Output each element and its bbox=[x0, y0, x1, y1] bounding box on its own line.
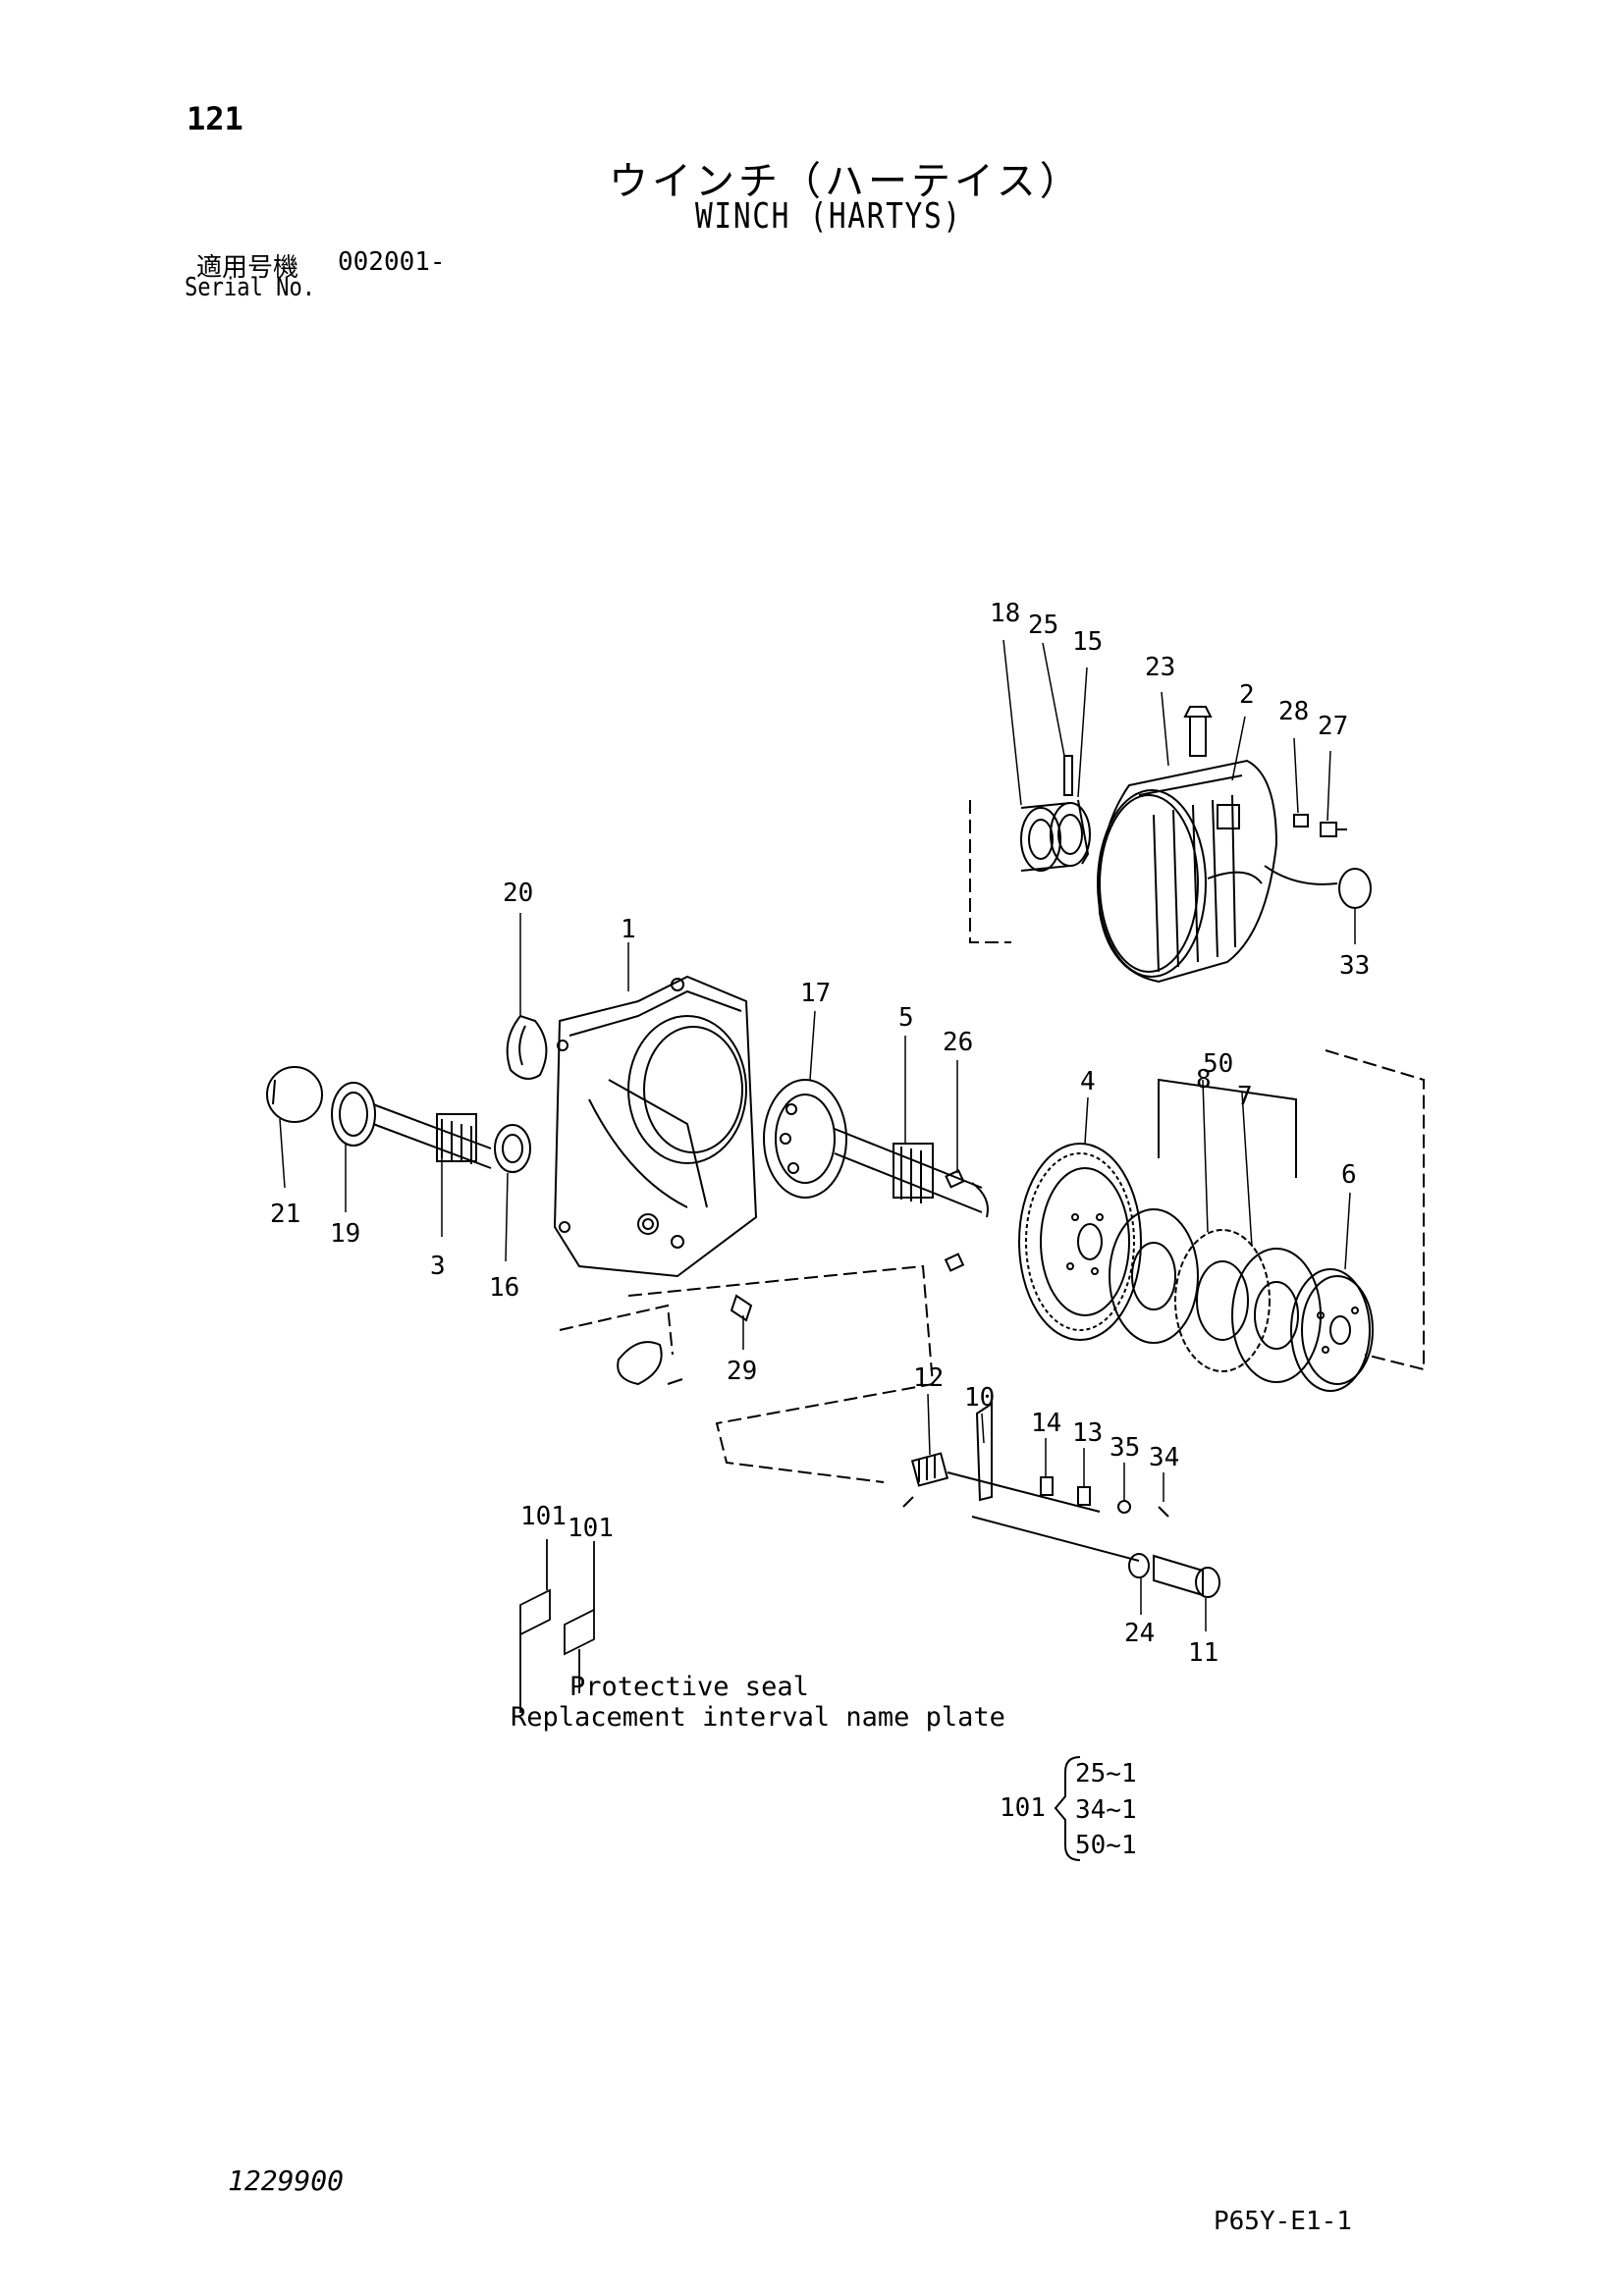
part-label-101-a: 101 bbox=[520, 1502, 567, 1531]
title-english: WINCH (HARTYS) bbox=[695, 196, 962, 237]
part-label-8: 8 bbox=[1196, 1065, 1212, 1095]
shaft-left-group bbox=[266, 1066, 531, 1173]
cover-assembly bbox=[969, 706, 1372, 984]
kit-item-2: 34~1 bbox=[1075, 1795, 1137, 1825]
part-label-11: 11 bbox=[1188, 1638, 1218, 1668]
protective-seal-label: Protective seal bbox=[569, 1672, 809, 1702]
part-label-28: 28 bbox=[1278, 697, 1309, 726]
part-label-23: 23 bbox=[1145, 653, 1175, 682]
page-number: 121 bbox=[187, 100, 244, 137]
housing-part-1 bbox=[506, 975, 758, 1278]
serial-value: 002001- bbox=[338, 247, 446, 277]
kit-label: 101 bbox=[1000, 1793, 1046, 1823]
part-label-29: 29 bbox=[727, 1357, 757, 1386]
part-label-14: 14 bbox=[1031, 1409, 1061, 1438]
gear-part-4 bbox=[1018, 1143, 1142, 1341]
part-label-4: 4 bbox=[1080, 1067, 1096, 1096]
kit-item-3: 50~1 bbox=[1075, 1831, 1137, 1860]
kit-item-1: 25~1 bbox=[1075, 1759, 1137, 1789]
part-label-20: 20 bbox=[503, 879, 533, 908]
part-label-21: 21 bbox=[270, 1200, 300, 1229]
part-label-19: 19 bbox=[330, 1219, 360, 1249]
page-code: P65Y-E1-1 bbox=[1214, 2207, 1352, 2236]
part-label-15: 15 bbox=[1072, 627, 1103, 657]
title-japanese: ウインチ（ハーテイス） bbox=[609, 159, 1083, 204]
nameplate-symbol bbox=[519, 1539, 595, 1713]
part-label-26: 26 bbox=[943, 1028, 973, 1057]
bearing-shaft-group bbox=[763, 1079, 989, 1272]
part-number-labels: 18 25 15 23 2 28 27 33 20 1 17 5 26 50 4… bbox=[270, 599, 1370, 1668]
part-label-34: 34 bbox=[1149, 1443, 1179, 1472]
brake-discs bbox=[1109, 1208, 1374, 1392]
part-label-2: 2 bbox=[1239, 680, 1255, 710]
part-label-3: 3 bbox=[430, 1252, 446, 1281]
replacement-plate-label: Replacement interval name plate bbox=[511, 1702, 1005, 1733]
part-label-16: 16 bbox=[489, 1273, 519, 1303]
part-label-24: 24 bbox=[1124, 1619, 1155, 1648]
part-label-13: 13 bbox=[1072, 1418, 1103, 1448]
part-label-25: 25 bbox=[1028, 611, 1058, 640]
part-label-17: 17 bbox=[800, 979, 831, 1008]
part-label-12: 12 bbox=[913, 1363, 944, 1393]
document-number: 1229900 bbox=[228, 2164, 345, 2197]
part-label-35: 35 bbox=[1110, 1433, 1140, 1463]
part-label-7: 7 bbox=[1237, 1082, 1253, 1111]
part-label-33: 33 bbox=[1339, 951, 1370, 981]
part-label-101-b: 101 bbox=[568, 1514, 614, 1543]
dashed-connectors bbox=[559, 1264, 935, 1483]
pawl-assembly bbox=[902, 1402, 1220, 1598]
part-label-10: 10 bbox=[964, 1383, 995, 1413]
part-label-1: 1 bbox=[621, 915, 636, 944]
serial-label-english: Serial No. bbox=[185, 273, 316, 302]
leader-lines bbox=[279, 639, 1356, 1631]
part-label-18: 18 bbox=[990, 599, 1020, 628]
part-label-27: 27 bbox=[1318, 712, 1348, 741]
serial-label-japanese: 適用号機 bbox=[196, 253, 299, 283]
part-label-50: 50 bbox=[1203, 1049, 1233, 1079]
part-label-6: 6 bbox=[1341, 1160, 1357, 1190]
part-label-5: 5 bbox=[898, 1003, 914, 1033]
kit-brace bbox=[1054, 1756, 1081, 1861]
bracket-lines bbox=[1158, 1049, 1425, 1371]
